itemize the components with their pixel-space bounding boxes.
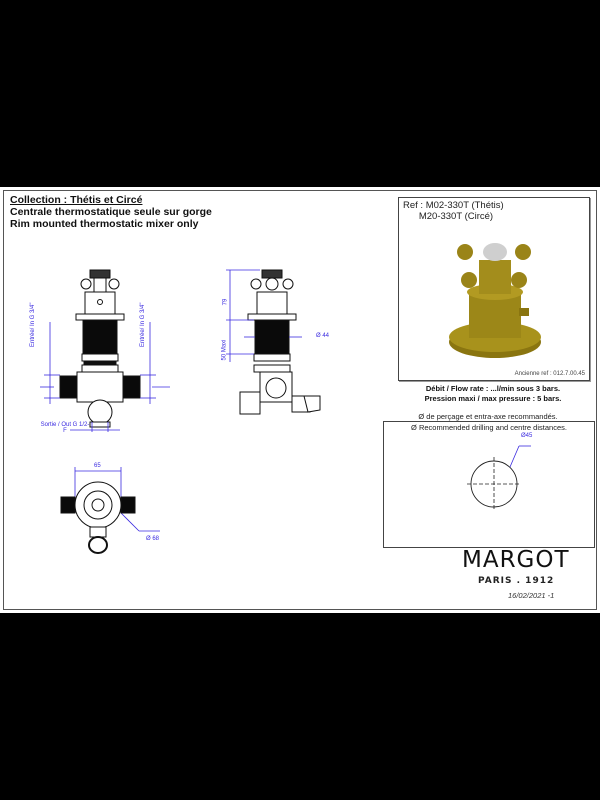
drilling-diameter: Ø45 — [521, 433, 533, 439]
side-height-max: 50 Maxi — [221, 339, 228, 361]
product-render-image — [449, 243, 541, 358]
drilling-heading-en: Ø Recommended drilling and centre distan… — [411, 423, 567, 432]
side-diameter: Ø 44 — [316, 333, 330, 339]
inlet-right-label: Entrée/ In G 3/4" — [140, 302, 146, 348]
spec-sheet-page: Collection : Thétis et Circé Centrale th… — [0, 187, 600, 613]
drilling-diagram — [467, 445, 531, 511]
outlet-label: Sortie / Out G 1/2- F — [40, 422, 90, 434]
subtitle-en: Rim mounted thermostatic mixer only — [10, 218, 199, 230]
old-reference: Ancienne ref : 012.7.00.45 — [514, 371, 585, 377]
top-view-drawing — [60, 467, 160, 554]
brand-tagline: PARIS . 1912 — [478, 576, 555, 586]
reference-text: Ref : M02-330T (Thétis) M20-330T (Circé) — [403, 200, 504, 222]
drilling-box: Ø Recommended drilling and centre distan… — [383, 421, 595, 548]
collection-title: Collection : Thétis et Circé — [10, 194, 143, 206]
reference-box: Ref : M02-330T (Thétis) M20-330T (Circé)… — [398, 197, 590, 381]
front-view-drawing — [40, 269, 170, 432]
top-diameter: Ø 68 — [146, 536, 160, 542]
document-date: 16/02/2021 -1 — [508, 591, 555, 600]
side-height-top: 79 — [222, 298, 229, 306]
title-block: Collection : Thétis et Circé Centrale th… — [10, 194, 212, 230]
flow-rate: Débit / Flow rate : ...l/min sous 3 bars… — [425, 384, 561, 393]
specs-block: Débit / Flow rate : ...l/min sous 3 bars… — [398, 384, 588, 404]
top-width: 65 — [94, 463, 101, 469]
drilling-heading-fr: Ø de perçage et entra-axe recommandés. — [418, 412, 558, 421]
max-pressure: Pression maxi / max pressure : 5 bars. — [424, 394, 562, 403]
inlet-left-label: Entrée/ In G 3/4" — [30, 302, 36, 348]
side-view-drawing — [226, 269, 321, 415]
brand-logo: MARGOT — [462, 547, 570, 573]
subtitle-fr: Centrale thermostatique seule sur gorge — [10, 206, 212, 218]
page-frame — [3, 190, 597, 610]
